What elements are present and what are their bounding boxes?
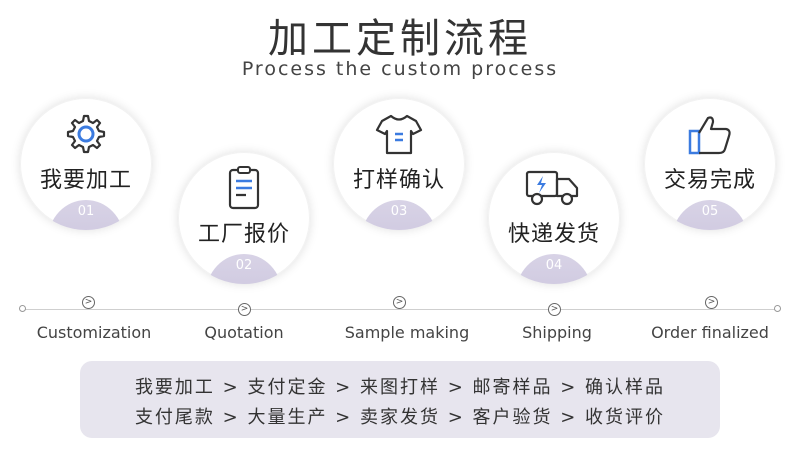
page-title: 加工定制流程 [268,16,532,62]
step-customization: 我要加工 01 [20,98,152,230]
step-number: 05 [672,200,748,230]
step-sample-making: 打样确认 03 [333,98,465,230]
clipboard-icon [219,166,269,210]
step-number: 04 [516,254,592,284]
step-caption-quotation: Quotation [204,323,284,342]
arrow-icon: > [705,296,718,309]
step-name: 快递发货 [507,222,600,247]
timeline-start-dot [19,305,26,312]
arrow-icon: > [548,303,561,316]
step-name: 交易完成 [663,168,756,193]
step-caption-sample-making: Sample making [344,323,470,342]
timeline-end-dot [774,305,781,312]
step-quotation: 工厂报价 02 [178,152,310,284]
step-caption-order-finalized: Order finalized [651,323,769,342]
step-name: 工厂报价 [197,222,290,247]
gear-icon [61,112,111,156]
thumbs-up-icon [685,112,735,156]
step-shipping: 快递发货 04 [488,152,620,284]
step-order-finalized: 交易完成 05 [644,98,776,230]
step-number: 01 [48,200,124,230]
step-caption-customization: Customization [36,323,152,342]
truck-icon [524,166,584,210]
step-caption-shipping: Shipping [522,323,592,342]
timeline-line [22,309,778,310]
process-flow-line-1: 我要加工 > 支付定金 > 来图打样 > 邮寄样品 > 确认样品 [134,377,666,398]
step-name: 打样确认 [352,168,445,193]
step-name: 我要加工 [39,168,132,193]
step-number: 02 [206,254,282,284]
process-flow-line-2: 支付尾款 > 大量生产 > 卖家发货 > 客户验货 > 收货评价 [134,407,666,428]
step-number: 03 [361,200,437,230]
arrow-icon: > [393,296,406,309]
page-subtitle: Process the custom process [241,58,559,80]
arrow-icon: > [82,296,95,309]
process-flow-box: 我要加工 > 支付定金 > 来图打样 > 邮寄样品 > 确认样品 支付尾款 > … [80,361,720,438]
tshirt-icon [374,112,424,156]
arrow-icon: > [238,303,251,316]
